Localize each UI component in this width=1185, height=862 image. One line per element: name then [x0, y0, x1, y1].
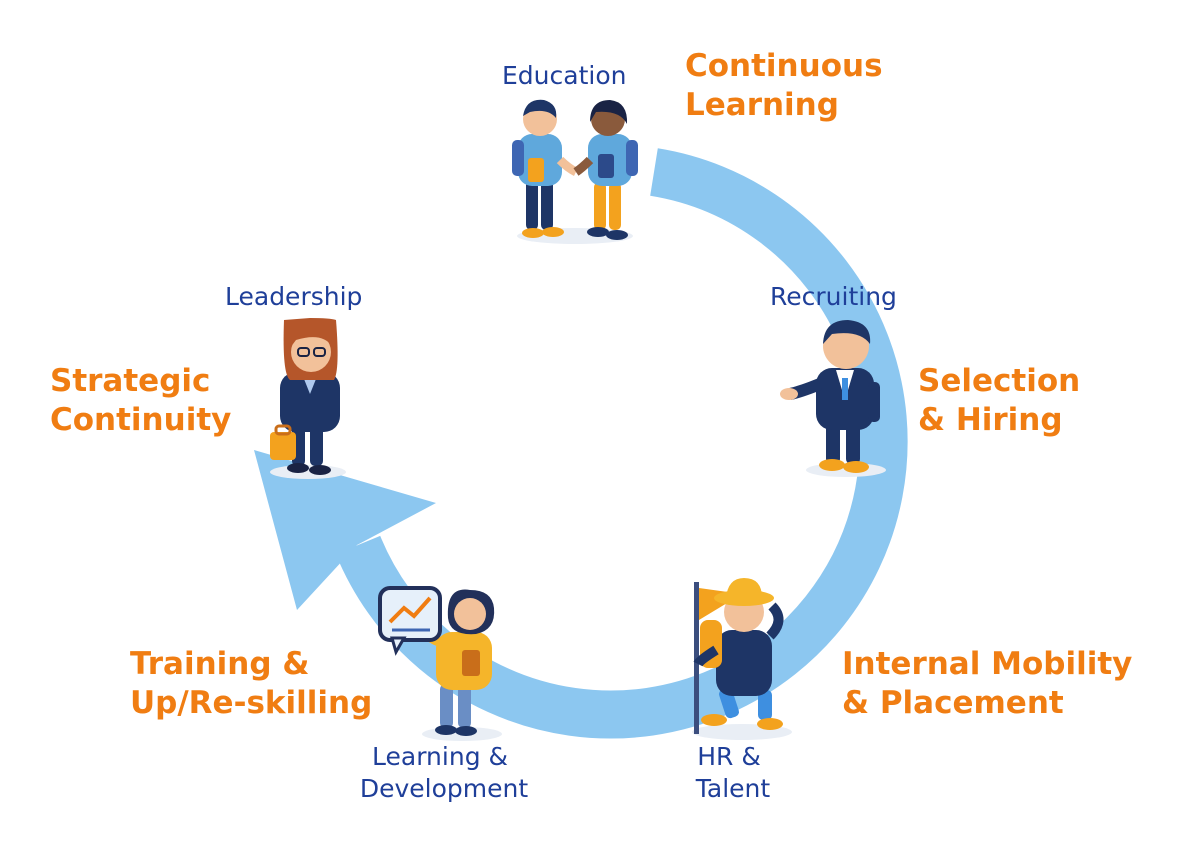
role-label-leadership: Leadership	[225, 282, 362, 311]
explorer-flag-icon	[692, 578, 792, 740]
cycle-arrow-head	[254, 450, 436, 610]
role-label-learning-development: Learning & Development	[360, 742, 528, 803]
stage-label-continuous-learning: Continuous Learning	[685, 48, 893, 123]
role-label-recruiting: Recruiting	[770, 282, 897, 311]
cycle-arrow	[254, 148, 908, 739]
students-handshake-icon	[512, 99, 638, 244]
executive-briefcase-icon	[270, 318, 346, 479]
role-label-education: Education	[502, 61, 626, 90]
presenter-chart-icon	[378, 586, 502, 741]
stage-label-selection-hiring: Selection & Hiring	[918, 363, 1091, 438]
stage-label-training-reskilling: Training & Up/Re-skilling	[130, 646, 372, 721]
stage-label-internal-mobility: Internal Mobility & Placement	[842, 646, 1143, 721]
stage-label-strategic-continuity: Strategic Continuity	[50, 363, 231, 438]
role-label-hr-talent: HR & Talent	[695, 742, 771, 803]
recruiter-icon	[780, 320, 886, 477]
